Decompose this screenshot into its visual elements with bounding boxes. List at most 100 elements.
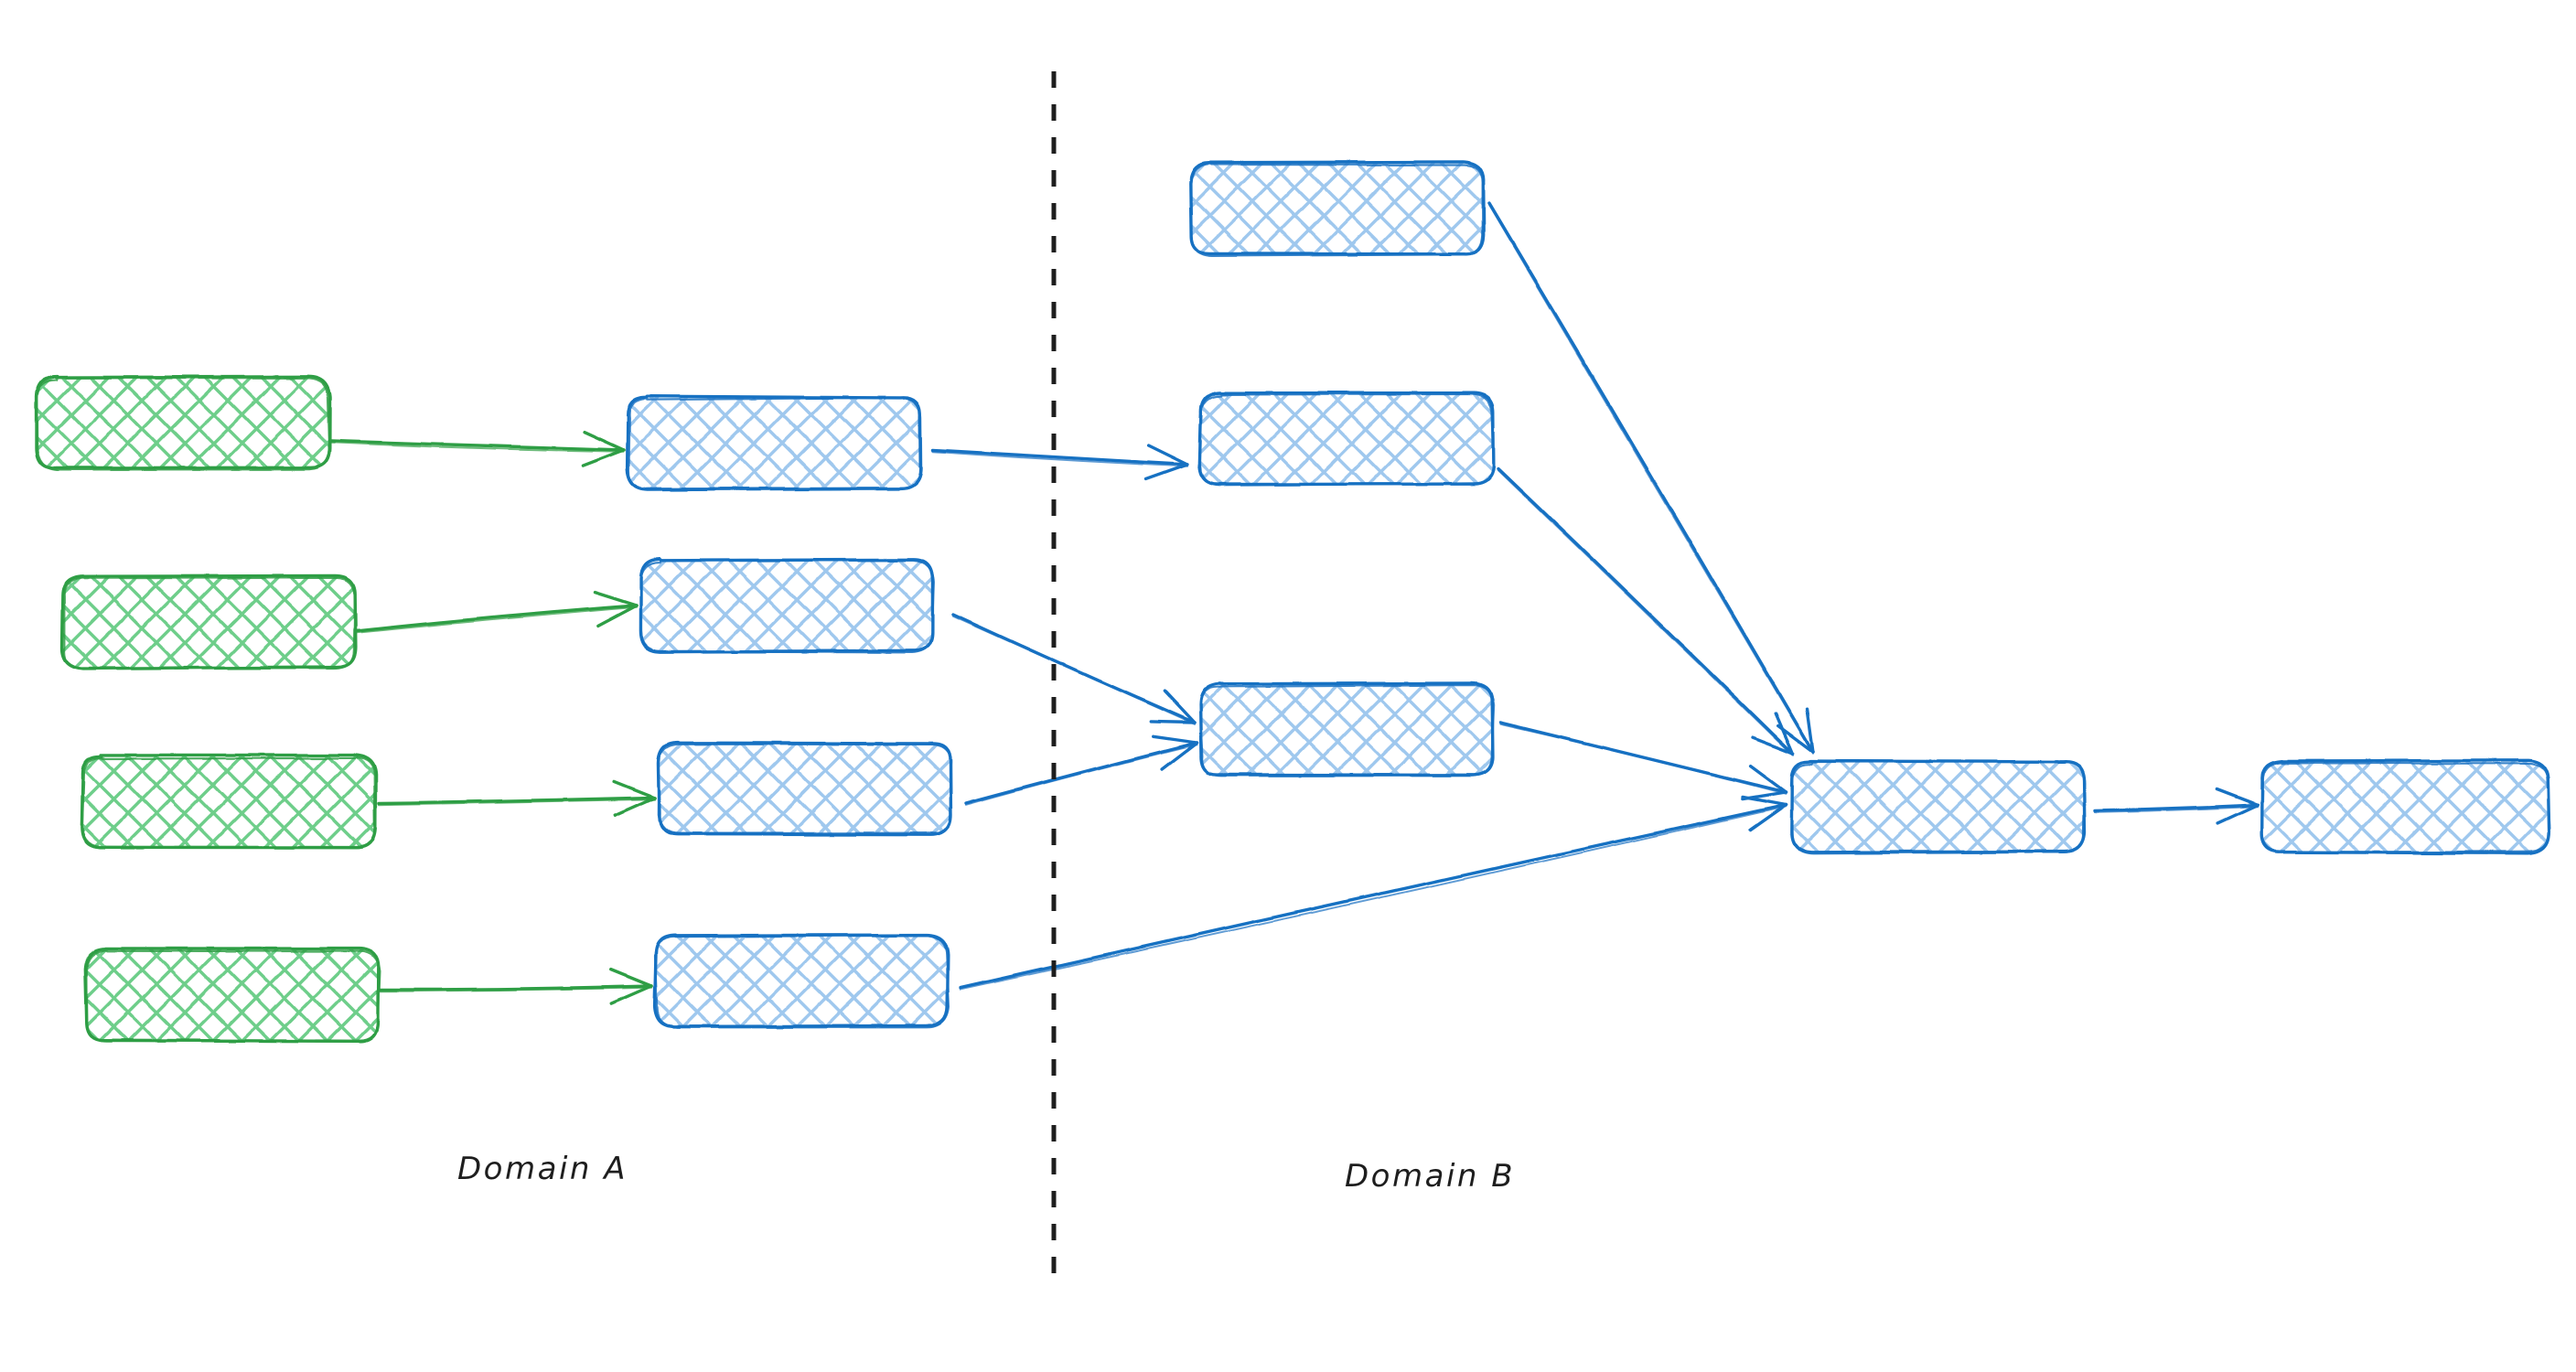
node-outline-shadow: [2259, 761, 2551, 853]
edge-e-src4-mid4[interactable]: [379, 968, 653, 1005]
arrowhead-barb: [1146, 444, 1189, 466]
node-b-top[interactable]: [1188, 160, 1486, 257]
node-outline-shadow: [1198, 392, 1496, 487]
edge-shaft: [964, 741, 1198, 805]
edges-layer: [329, 201, 2259, 1005]
arrowhead-barb: [1160, 741, 1198, 771]
edge-shaft: [1488, 203, 1814, 755]
node-fill: [658, 742, 951, 835]
edge-shaft: [2093, 803, 2259, 812]
node-a-src-3[interactable]: [80, 753, 378, 850]
node-outline-shadow: [85, 949, 381, 1043]
edge-shaft: [330, 441, 625, 453]
node-b-low[interactable]: [1198, 681, 1496, 777]
edge-e-bmid-hub[interactable]: [1497, 466, 1795, 756]
edge-shaft: [329, 439, 626, 452]
edge-shaft: [960, 805, 1787, 991]
edge-shaft: [931, 448, 1189, 466]
node-a-mid-1[interactable]: [625, 394, 923, 491]
node-fill: [2260, 760, 2549, 853]
edge-shaft: [1487, 201, 1815, 754]
edge-shaft: [377, 796, 657, 805]
node-fill: [654, 934, 949, 1027]
edge-shaft: [952, 615, 1196, 725]
label-domain-a: Domain A: [457, 1151, 628, 1187]
edge-shaft: [951, 613, 1197, 724]
edge-shaft: [2094, 805, 2259, 813]
arrowhead-barb: [1144, 463, 1189, 481]
arrowhead-barb: [1149, 720, 1197, 724]
node-a-mid-3[interactable]: [657, 740, 953, 837]
arrowhead-barb: [613, 796, 657, 818]
arrowhead-barb: [1750, 735, 1795, 756]
edge-e-hub-out[interactable]: [2093, 788, 2259, 825]
node-a-src-1[interactable]: [35, 374, 332, 471]
edge-shaft: [1497, 468, 1794, 756]
arrowhead-barb: [1748, 803, 1787, 832]
node-b-hub[interactable]: [1789, 759, 2087, 855]
node-b-out[interactable]: [2259, 758, 2551, 855]
node-b-mid[interactable]: [1197, 391, 1496, 487]
edge-e-mid3-blow[interactable]: [964, 734, 1198, 806]
arrowhead-barb: [1774, 712, 1795, 756]
edge-e-btop-hub[interactable]: [1487, 201, 1815, 755]
edge-shaft: [378, 798, 656, 806]
node-outline-shadow: [1198, 683, 1496, 777]
edge-e-src2-mid2[interactable]: [355, 590, 639, 634]
node-outline-shadow: [639, 559, 935, 654]
node-outline-shadow: [1789, 760, 2087, 855]
edge-e-src3-mid3[interactable]: [377, 779, 657, 818]
edge-shaft: [379, 984, 653, 991]
edge-e-blow-hub[interactable]: [1498, 721, 1787, 801]
node-fill: [1200, 683, 1494, 777]
node-outline-shadow: [62, 576, 357, 670]
arrowhead-barb: [1805, 707, 1815, 754]
edge-shaft: [965, 743, 1197, 806]
edge-shaft: [1497, 466, 1795, 756]
node-a-mid-2[interactable]: [639, 557, 935, 654]
node-fill: [1190, 162, 1485, 255]
arrowhead-barb: [582, 430, 626, 452]
node-fill: [62, 575, 356, 669]
arrowhead-barb: [596, 604, 639, 628]
node-outline: [35, 374, 332, 470]
node-fill: [81, 755, 376, 848]
node-outline-shadow: [1189, 162, 1484, 257]
node-fill: [1791, 760, 2085, 853]
arrowhead-barb: [1163, 689, 1197, 724]
node-fill: [36, 376, 330, 468]
arrowhead-barb: [1741, 790, 1787, 801]
arrowhead-barb: [609, 968, 653, 988]
arrowhead-barb: [2215, 788, 2259, 807]
node-fill: [640, 559, 934, 652]
node-outline-shadow: [657, 743, 952, 835]
edge-shaft: [959, 803, 1787, 990]
node-fill: [1200, 392, 1493, 486]
arrowhead-barb: [2216, 803, 2259, 825]
node-outline-shadow: [653, 934, 950, 1029]
node-fill: [86, 949, 379, 1041]
node-outline-shadow: [628, 396, 923, 489]
edge-e-src1-mid1[interactable]: [329, 430, 626, 467]
edge-shaft: [356, 606, 638, 634]
edge-e-mid1-btop[interactable]: [931, 444, 1189, 481]
arrowhead-barb: [581, 448, 626, 467]
node-a-mid-4[interactable]: [652, 933, 950, 1029]
edge-shaft: [355, 604, 639, 633]
node-a-src-2[interactable]: [59, 573, 358, 670]
nodes-layer: [35, 160, 2551, 1044]
arrowhead-barb: [1152, 734, 1198, 745]
edge-shaft: [380, 986, 652, 992]
edge-shaft: [1499, 723, 1787, 795]
arrowhead-barb: [1748, 764, 1787, 794]
arrowhead-barb: [593, 590, 639, 607]
node-a-src-4[interactable]: [83, 947, 381, 1044]
edge-e-mid2-blow[interactable]: [951, 613, 1197, 725]
node-outline-shadow: [36, 377, 331, 471]
edge-e-mid4-hub[interactable]: [959, 795, 1787, 991]
label-domain-b: Domain B: [1345, 1158, 1516, 1195]
node-outline-shadow: [80, 756, 376, 850]
arrowhead-barb: [609, 984, 653, 1005]
